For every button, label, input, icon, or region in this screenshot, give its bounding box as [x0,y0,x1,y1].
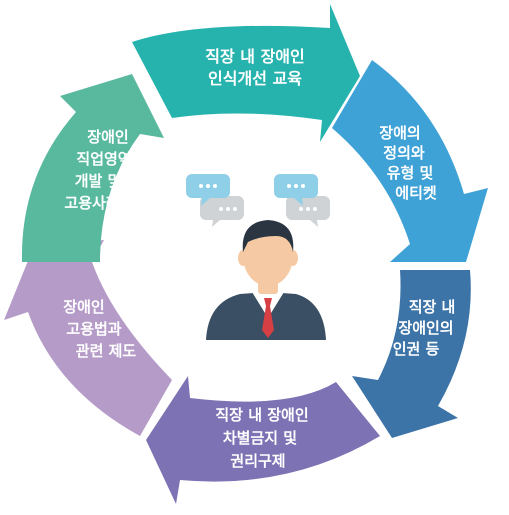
segment-1-line-2: 인식개선 교육 [208,69,302,88]
segment-3-line-2: 장애인의 [398,319,453,337]
segment-5-line-1: 장애인 [63,298,104,316]
segment-5-line-3: 관련 제도 [76,342,137,360]
segment-job-development: 장애인 직업영역 개발 및 고용사례 [21,74,165,262]
speech-bubbles-right [274,174,330,227]
chat-bubble-icon-front-left [186,174,230,206]
segment-4-line-1: 직장 내 장애인 [215,406,308,424]
face [243,226,293,286]
segment-1-arrow [132,4,360,142]
segment-anti-discrimination: 직장 내 장애인 차별금지 및 권리구제 [146,376,380,504]
segment-3-arrow [352,270,471,438]
segment-3-line-3: 인권 등 [393,340,440,358]
segment-2-line-4: 에티켓 [395,184,437,202]
segment-6-line-4: 고용사례 [64,194,119,212]
segment-4-line-3: 권리구제 [230,452,285,470]
segment-3-line-1: 직장 내 [409,298,456,316]
person-icon [206,220,326,340]
hair [242,220,294,252]
speech-bubbles-left [186,174,244,227]
segment-4-arrow [146,376,380,504]
segment-6-line-2: 직업영역 [76,150,131,168]
segment-6-line-1: 장애인 [87,128,128,146]
segment-human-rights: 직장 내 장애인의 인권 등 [352,270,471,438]
necktie [262,298,274,338]
segment-6-line-3: 개발 및 [75,172,122,190]
segment-2-line-3: 유형 및 [387,164,434,182]
chat-bubble-icon-front-right [274,174,318,206]
segment-6-arrow [21,74,165,262]
segment-4-line-2: 차별금지 및 [223,429,297,447]
segment-5-line-2: 고용법과 [66,320,121,338]
segment-2-arrow [332,60,488,262]
chat-bubble-icon-back-left [200,196,244,227]
segment-employment-law: 장애인 고용법과 관련 제도 [4,240,172,436]
segment-definition-etiquette: 장애의 정의와 유형 및 에티켓 [332,60,488,262]
segment-2-line-1: 장애의 [379,124,420,142]
segment-awareness-education: 직장 내 장애인 인식개선 교육 [132,4,360,142]
segment-1-line-1: 직장 내 장애인 [205,47,304,66]
chat-bubble-icon-back-right [286,196,330,227]
segment-5-arrow [4,240,172,436]
segment-2-line-2: 정의와 [383,144,425,162]
